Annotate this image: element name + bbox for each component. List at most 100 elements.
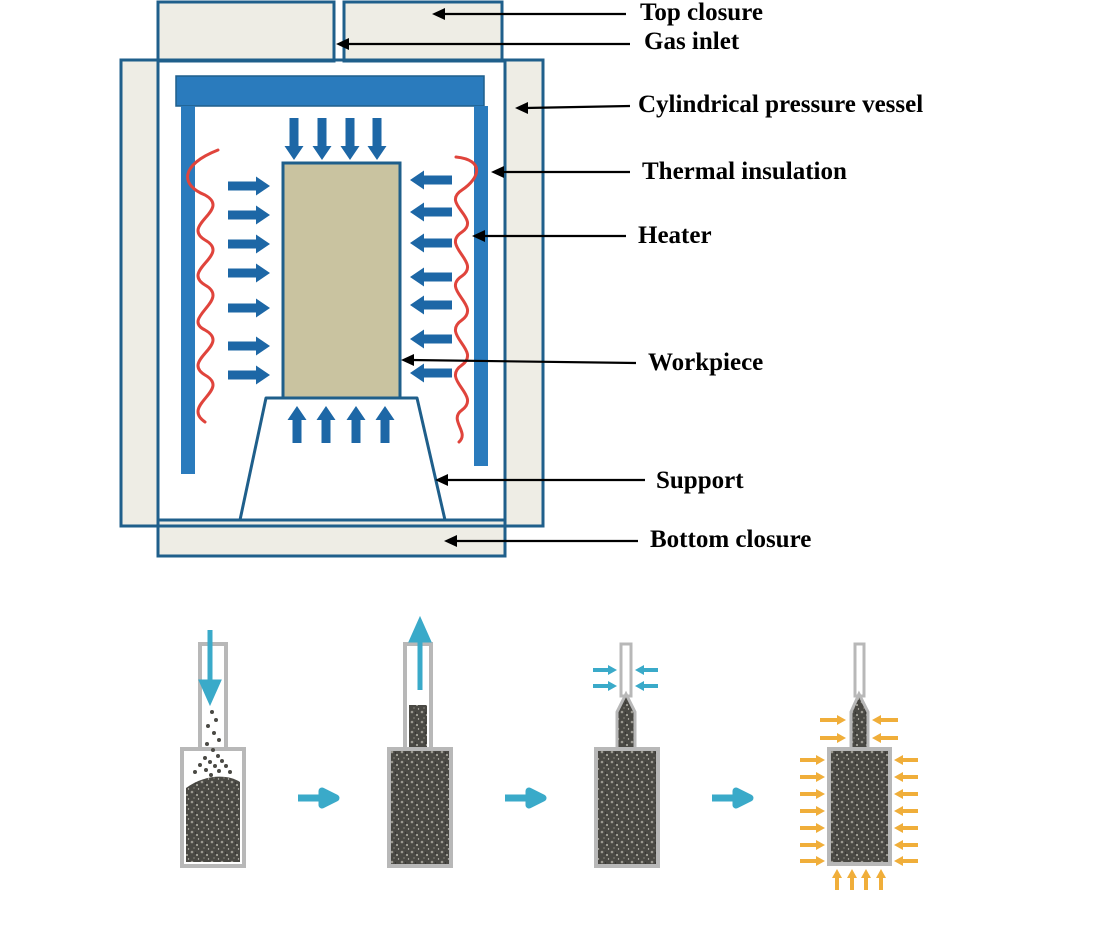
label-top-closure: Top closure xyxy=(640,0,763,26)
seal-arrow-icon xyxy=(635,665,658,675)
insulation-left xyxy=(181,106,195,474)
pressure-arrow-icon xyxy=(410,267,452,287)
pressure-arrow-icon xyxy=(312,118,332,160)
hip-pressure-arrow-icon xyxy=(894,755,918,765)
top-closure-right xyxy=(342,0,504,63)
capsule-4-neck xyxy=(849,690,870,751)
insulation-right xyxy=(474,106,488,466)
capsule-3-tube xyxy=(619,642,633,698)
workpiece xyxy=(281,161,402,401)
hip-pressure-arrow-icon xyxy=(894,789,918,799)
powder-particle xyxy=(206,724,210,728)
seal-arrows xyxy=(593,665,658,691)
powder-particle xyxy=(212,731,216,735)
powder-particle xyxy=(216,754,220,758)
label-support: Support xyxy=(656,467,744,494)
powder-particle xyxy=(205,742,209,746)
process-step-arrow-icon xyxy=(298,787,340,809)
label-bottom-closure: Bottom closure xyxy=(650,526,812,553)
pressure-arrow-icon xyxy=(228,205,270,225)
pressure-arrow-icon xyxy=(346,406,366,443)
capsule-2-body xyxy=(387,747,453,868)
powder-particle xyxy=(213,764,217,768)
hip-pressure-arrow-icon xyxy=(872,715,898,725)
capsule-2-tube-powder xyxy=(409,705,427,751)
leader-arrowhead-icon xyxy=(336,38,349,50)
powder-particle xyxy=(217,769,221,773)
leader-lines xyxy=(336,8,645,547)
powder-particle xyxy=(208,760,212,764)
hip-pressure-arrow-icon xyxy=(800,772,825,782)
heater-right xyxy=(453,155,478,444)
hip-pressure-arrow-icon xyxy=(894,806,918,816)
gas-flow-arrow-icon xyxy=(408,615,432,690)
powder-particle xyxy=(198,763,202,767)
leader-arrowhead-icon xyxy=(435,474,448,486)
leader-arrowhead-icon xyxy=(444,535,457,547)
pressure-arrow-icon xyxy=(284,118,304,160)
pressure-arrow-icon xyxy=(367,118,387,160)
hip-pressure-arrow-icon xyxy=(894,856,918,866)
hip-vessel xyxy=(119,0,545,558)
step-filling xyxy=(180,630,246,868)
powder-particle xyxy=(211,748,215,752)
pressure-arrow-icon xyxy=(287,406,307,443)
powder-particle xyxy=(204,768,208,772)
leader-arrowhead-icon xyxy=(472,230,485,242)
powder-particle xyxy=(220,759,224,763)
step-sealing xyxy=(593,642,660,868)
hip-pressure-arrow-icon xyxy=(800,789,825,799)
hip-pressure-arrow-icon xyxy=(847,869,857,890)
pressure-arrow-icon xyxy=(228,176,270,196)
leader-arrowhead-icon xyxy=(432,8,445,20)
step-hip xyxy=(800,642,918,890)
label-heater: Heater xyxy=(638,222,712,249)
process-step-arrow-icon xyxy=(505,787,547,809)
pressure-arrow-icon xyxy=(410,233,452,253)
insulation-top xyxy=(175,75,485,107)
step-degassing xyxy=(387,615,453,868)
hip-pressure-arrow-icon xyxy=(800,806,825,816)
hip-pressure-arrow-icon xyxy=(861,869,871,890)
pressure-arrow-icon xyxy=(316,406,336,443)
hip-pressure-arrow-icon xyxy=(832,869,842,890)
label-pressure-vessel: Cylindrical pressure vessel xyxy=(638,91,924,118)
powder-particle xyxy=(210,710,214,714)
hip-pressure-arrow-icon xyxy=(894,823,918,833)
pressure-arrow-icon xyxy=(410,329,452,349)
process-step-arrow-icon xyxy=(712,787,754,809)
gas-flow-arrow-icon xyxy=(198,630,222,707)
hip-pressure-arrow-icon xyxy=(820,733,846,743)
falling-powder xyxy=(193,710,232,777)
pressure-arrow-icon xyxy=(410,202,452,222)
pressure-arrow-icon xyxy=(228,263,270,283)
powder-particle xyxy=(224,764,228,768)
pressure-arrow-icon xyxy=(228,234,270,254)
process-sequence xyxy=(180,615,918,890)
hip-pressure-arrow-icon xyxy=(800,755,825,765)
capsule-3-neck xyxy=(615,690,637,751)
powder-particle xyxy=(217,738,221,742)
hip-pressure-arrow-icon xyxy=(820,715,846,725)
capsule-4-body xyxy=(827,747,892,866)
leader-line xyxy=(524,104,631,110)
leader-arrowhead-icon xyxy=(491,166,504,178)
pressure-vessel xyxy=(119,58,545,528)
capsule-4-tube xyxy=(853,642,866,698)
pressure-arrow-icon xyxy=(228,336,270,356)
pressure-arrows xyxy=(228,118,452,443)
pressure-arrow-icon xyxy=(228,298,270,318)
top-closure-left xyxy=(156,0,336,63)
pressure-arrow-icon xyxy=(410,363,452,383)
pressure-arrow-icon xyxy=(340,118,360,160)
seal-arrow-icon xyxy=(635,681,658,691)
capsule-3-body xyxy=(594,747,660,868)
hip-pressure-arrow-icon xyxy=(894,772,918,782)
label-workpiece: Workpiece xyxy=(648,349,764,376)
leader-line xyxy=(410,358,637,365)
pressure-arrow-icon xyxy=(410,170,452,190)
hip-pressure-arrow-icon xyxy=(800,823,825,833)
capsule-1-powder xyxy=(186,776,240,862)
